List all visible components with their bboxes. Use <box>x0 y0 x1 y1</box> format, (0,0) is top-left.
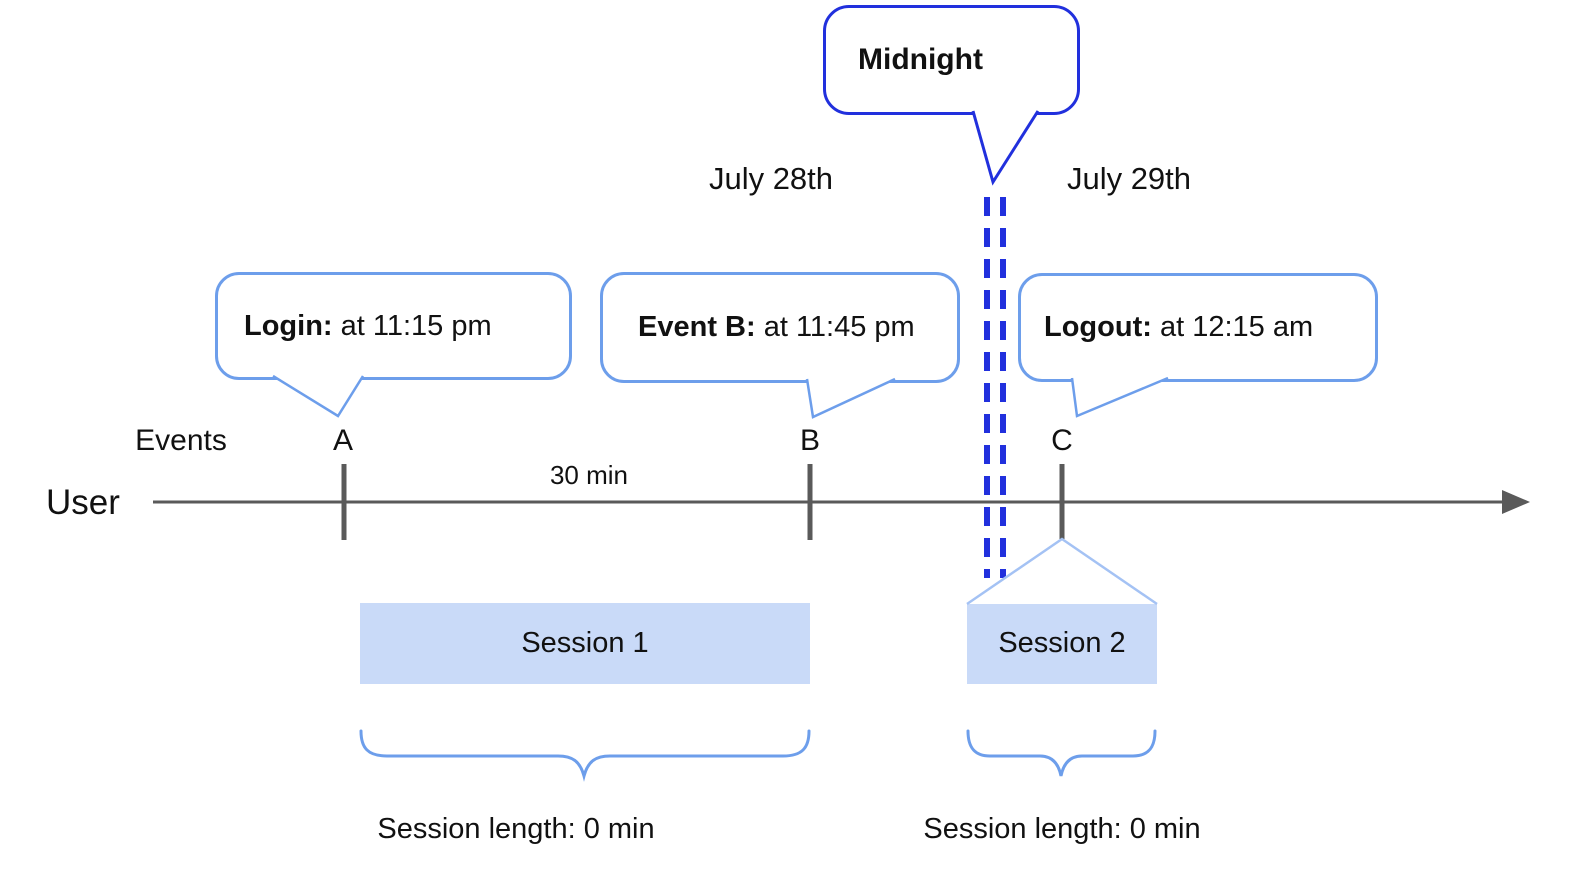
events-row-label: Events <box>135 424 227 457</box>
logout-callout-tail <box>1070 376 1169 418</box>
login-callout-text: Login: at 11:15 pm <box>244 310 492 343</box>
event-b-callout-tail <box>805 377 896 419</box>
session-2-brace <box>966 729 1157 777</box>
event-marker-label-c: C <box>1051 424 1073 457</box>
login-callout: Login: at 11:15 pm <box>215 272 572 380</box>
logout-callout-detail: at 12:15 am <box>1151 311 1314 343</box>
event-b-callout-detail: at 11:45 pm <box>755 311 915 343</box>
interval-label-30min: 30 min <box>549 460 629 490</box>
event-b-callout: Event B: at 11:45 pm <box>600 272 960 383</box>
date-label-july-29: July 29th <box>1066 161 1192 196</box>
event-b-callout-text: Event B: at 11:45 pm <box>638 311 915 344</box>
session-1-box: Session 1 <box>360 603 810 684</box>
session-2-label: Session 2 <box>998 627 1126 659</box>
midnight-callout: Midnight <box>823 5 1080 115</box>
user-row-label: User <box>46 483 120 522</box>
session-2-length-label: Session length: 0 min <box>923 813 1201 845</box>
logout-callout-title: Logout: <box>1044 311 1152 343</box>
login-callout-detail: at 11:15 pm <box>332 309 492 342</box>
logout-callout-text: Logout: at 12:15 am <box>1044 311 1313 344</box>
login-callout-title: Login: <box>244 309 333 342</box>
session-2-box: Session 2 <box>967 603 1157 684</box>
timeline-arrowhead-icon <box>1502 490 1530 514</box>
midnight-callout-label: Midnight <box>858 43 983 76</box>
event-marker-label-a: A <box>332 424 353 457</box>
session-1-brace <box>359 729 811 782</box>
logout-callout: Logout: at 12:15 am <box>1018 273 1378 382</box>
session-1-label: Session 1 <box>521 627 649 659</box>
session-2-connector-wedge <box>966 537 1158 606</box>
date-label-july-28: July 28th <box>708 161 834 196</box>
event-marker-label-b: B <box>799 424 820 457</box>
event-b-callout-title: Event B: <box>638 311 756 343</box>
login-callout-tail <box>272 374 365 418</box>
session-1-length-label: Session length: 0 min <box>377 813 655 845</box>
